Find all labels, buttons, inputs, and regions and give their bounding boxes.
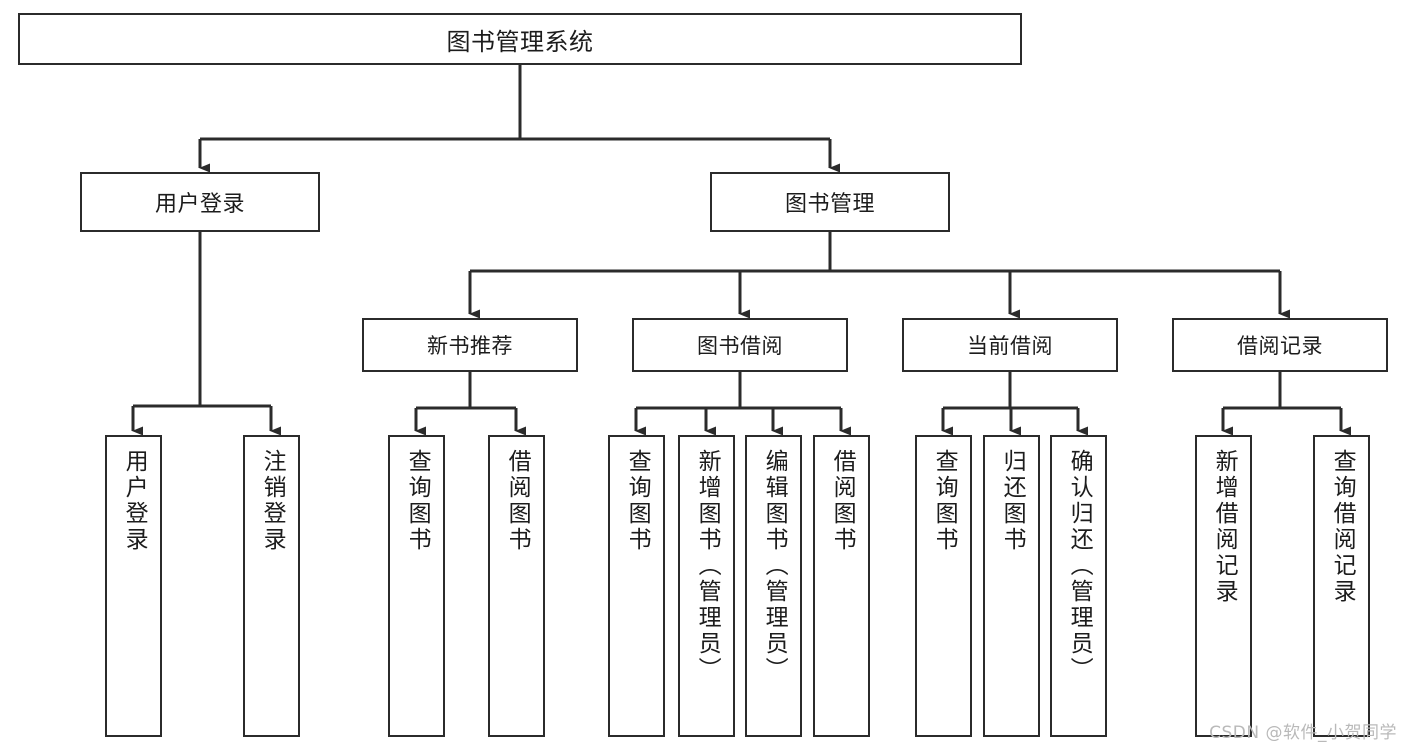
node-label: 新增借阅记录 bbox=[1211, 449, 1238, 605]
leaf-node-query-book[interactable]: 查询图书 bbox=[608, 435, 665, 737]
node-label: 图书管理系统 bbox=[446, 27, 594, 56]
node-label: 新书推荐 bbox=[427, 334, 513, 358]
node-book-borrow[interactable]: 图书借阅 bbox=[632, 318, 848, 372]
node-label: 借阅图书 bbox=[829, 449, 856, 553]
node-new-book-recommend[interactable]: 新书推荐 bbox=[362, 318, 578, 372]
node-label: 图书管理 bbox=[784, 192, 875, 217]
node-label: 确认归还（管理员） bbox=[1066, 449, 1093, 683]
node-borrow-record[interactable]: 借阅记录 bbox=[1172, 318, 1388, 372]
node-label: 当前借阅 bbox=[967, 334, 1053, 358]
leaf-node-edit-book-admin[interactable]: 编辑图书（管理员） bbox=[745, 435, 802, 737]
node-label: 图书借阅 bbox=[697, 334, 783, 358]
node-label: 查询图书 bbox=[931, 449, 958, 553]
leaf-node-query-borrow-record[interactable]: 查询借阅记录 bbox=[1313, 435, 1370, 737]
leaf-node-logout[interactable]: 注销登录 bbox=[243, 435, 300, 737]
leaf-node-borrow-book-recommend[interactable]: 借阅图书 bbox=[488, 435, 545, 737]
node-label: 查询图书 bbox=[624, 449, 651, 553]
leaf-node-query-book-recommend[interactable]: 查询图书 bbox=[388, 435, 445, 737]
node-label: 编辑图书（管理员） bbox=[761, 449, 788, 683]
node-label: 借阅记录 bbox=[1237, 334, 1323, 358]
leaf-node-borrow-book[interactable]: 借阅图书 bbox=[813, 435, 870, 737]
node-label: 查询图书 bbox=[404, 449, 431, 553]
node-root-book-management-system[interactable]: 图书管理系统 bbox=[18, 13, 1022, 65]
node-label: 用户登录 bbox=[121, 449, 148, 553]
node-label: 新增图书（管理员） bbox=[694, 449, 721, 683]
node-label: 注销登录 bbox=[259, 449, 286, 553]
node-current-borrow[interactable]: 当前借阅 bbox=[902, 318, 1118, 372]
leaf-node-confirm-return-admin[interactable]: 确认归还（管理员） bbox=[1050, 435, 1107, 737]
leaf-node-return-book[interactable]: 归还图书 bbox=[983, 435, 1040, 737]
node-label: 查询借阅记录 bbox=[1329, 449, 1356, 605]
node-label: 归还图书 bbox=[999, 449, 1026, 553]
node-book-management[interactable]: 图书管理 bbox=[710, 172, 950, 232]
node-user-login[interactable]: 用户登录 bbox=[80, 172, 320, 232]
leaf-node-add-book-admin[interactable]: 新增图书（管理员） bbox=[678, 435, 735, 737]
leaf-node-query-book-current[interactable]: 查询图书 bbox=[915, 435, 972, 737]
node-label: 借阅图书 bbox=[504, 449, 531, 553]
leaf-node-add-borrow-record[interactable]: 新增借阅记录 bbox=[1195, 435, 1252, 737]
leaf-node-user-login[interactable]: 用户登录 bbox=[105, 435, 162, 737]
node-label: 用户登录 bbox=[154, 192, 245, 217]
